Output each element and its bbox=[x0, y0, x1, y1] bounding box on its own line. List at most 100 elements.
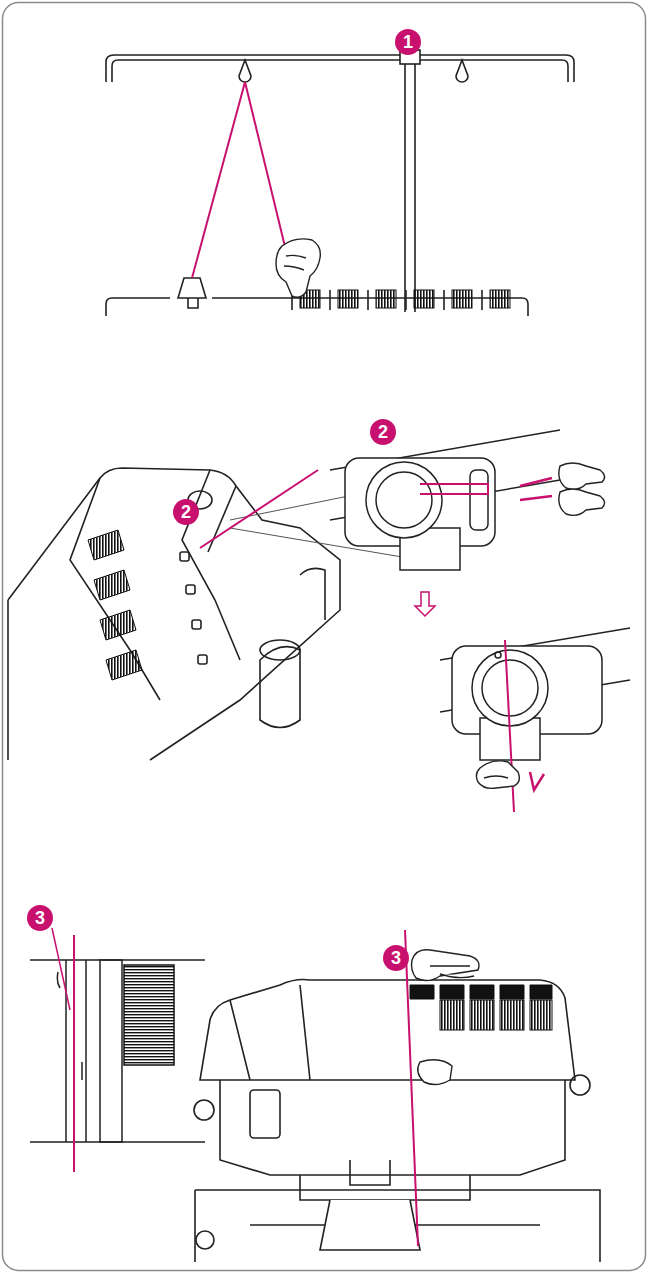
thread-stand bbox=[405, 64, 415, 312]
machine-perspective bbox=[7, 600, 9, 760]
machine-perspective bbox=[300, 568, 325, 620]
frame bbox=[3, 3, 646, 1271]
tension-inset bbox=[472, 650, 548, 726]
tension-inset bbox=[440, 628, 630, 760]
machine-front bbox=[440, 1000, 464, 1030]
machine-top bbox=[178, 278, 206, 298]
thread-guide-detail bbox=[124, 965, 174, 1065]
thread-guide-detail bbox=[30, 960, 205, 1142]
thread bbox=[73, 935, 75, 1172]
machine-front bbox=[196, 1231, 214, 1249]
callout-number: 1 bbox=[395, 29, 421, 55]
machine-front bbox=[500, 985, 524, 999]
machine-perspective bbox=[186, 585, 195, 594]
machine-top bbox=[452, 290, 472, 308]
machine-perspective bbox=[260, 647, 300, 728]
machine-front bbox=[470, 1000, 494, 1030]
machine-top bbox=[490, 290, 510, 308]
machine-perspective bbox=[198, 655, 207, 664]
machine-front bbox=[300, 1160, 470, 1200]
machine-front bbox=[440, 1000, 552, 1030]
thread-guide-detail bbox=[57, 972, 82, 1080]
machine-front bbox=[220, 1080, 565, 1175]
machine-perspective bbox=[106, 650, 142, 680]
thread bbox=[530, 772, 544, 790]
machine-front bbox=[570, 1075, 590, 1095]
machine-front bbox=[440, 985, 464, 999]
machine-perspective bbox=[208, 486, 236, 552]
machine-front bbox=[410, 985, 434, 999]
machine-top bbox=[106, 278, 528, 316]
tension-inset bbox=[366, 462, 442, 538]
hand bbox=[559, 463, 605, 515]
tension-inset bbox=[452, 646, 602, 734]
hand bbox=[430, 966, 474, 978]
thread bbox=[52, 928, 74, 1172]
hand bbox=[559, 489, 605, 515]
tension-inset bbox=[482, 660, 538, 716]
thread-guide-detail bbox=[30, 960, 205, 1142]
thread bbox=[200, 470, 318, 548]
hand bbox=[476, 761, 519, 789]
machine-perspective bbox=[260, 640, 300, 660]
hand bbox=[476, 761, 519, 789]
machine-front bbox=[530, 1000, 552, 1030]
machine-top bbox=[188, 298, 198, 308]
hand bbox=[484, 776, 508, 778]
hand bbox=[412, 950, 480, 1085]
thread bbox=[200, 470, 318, 548]
machine-front bbox=[320, 1200, 420, 1250]
hand bbox=[276, 239, 320, 297]
thread bbox=[420, 484, 488, 494]
hand bbox=[284, 255, 306, 270]
thread bbox=[520, 478, 552, 500]
hand bbox=[559, 463, 605, 489]
thread bbox=[192, 82, 245, 278]
tension-inset bbox=[345, 458, 495, 546]
hand bbox=[276, 239, 320, 297]
machine-front bbox=[470, 985, 494, 999]
callout-number: 3 bbox=[27, 905, 53, 931]
thread-guide-detail bbox=[100, 960, 122, 1142]
thread-guide-detail bbox=[66, 960, 86, 1142]
thread-stand bbox=[106, 50, 574, 312]
thread bbox=[420, 478, 552, 500]
thread-stand bbox=[112, 60, 568, 82]
machine-perspective bbox=[8, 468, 340, 760]
machine-perspective bbox=[180, 552, 189, 561]
machine-top bbox=[376, 290, 396, 308]
thread bbox=[52, 928, 70, 1010]
machine-top bbox=[338, 290, 358, 308]
thread-stand bbox=[418, 55, 574, 82]
callout-number: 3 bbox=[383, 945, 409, 971]
machine-front bbox=[200, 980, 575, 1080]
thread-stand bbox=[239, 60, 251, 82]
machine-perspective bbox=[70, 478, 160, 700]
machine-front bbox=[500, 1000, 524, 1030]
step-arrow bbox=[415, 592, 435, 616]
thread-stand bbox=[106, 55, 406, 82]
tension-inset bbox=[330, 430, 560, 570]
hand bbox=[418, 1060, 452, 1085]
machine-front bbox=[530, 985, 552, 999]
machine-front bbox=[250, 1090, 280, 1138]
machine-perspective bbox=[94, 570, 130, 600]
machine-top bbox=[300, 290, 510, 308]
machine-perspective bbox=[100, 610, 136, 640]
machine-top bbox=[414, 290, 434, 308]
tension-inset bbox=[376, 472, 432, 528]
machine-perspective bbox=[88, 530, 142, 680]
thread-stand bbox=[456, 60, 468, 82]
machine-front bbox=[195, 1190, 600, 1262]
frame bbox=[3, 3, 646, 1271]
step-arrow bbox=[415, 592, 435, 616]
tension-inset bbox=[495, 652, 501, 658]
machine-front bbox=[410, 985, 552, 999]
machine-front bbox=[230, 985, 310, 1080]
tension-inset bbox=[470, 470, 488, 530]
callout-number: 2 bbox=[173, 499, 199, 525]
machine-perspective bbox=[182, 470, 240, 660]
machine-top bbox=[292, 290, 482, 310]
machine-front bbox=[194, 980, 600, 1262]
